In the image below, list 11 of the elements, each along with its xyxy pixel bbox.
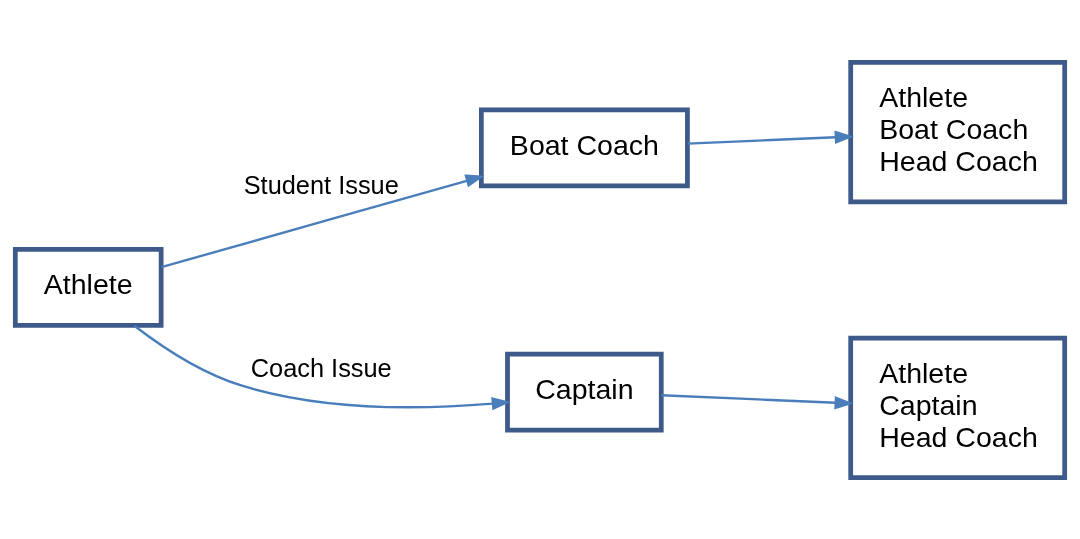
arrow — [161, 174, 485, 268]
node-box: Athlete — [12, 246, 164, 328]
edge-label: Coach Issue — [250, 353, 392, 382]
edge-label: Student Issue — [243, 170, 399, 199]
arrow — [687, 130, 854, 145]
arrow — [661, 393, 854, 409]
node-box: Athlete Captain Head Coach — [848, 335, 1068, 480]
arrow — [133, 324, 511, 410]
node-box: Boat Coach — [478, 107, 690, 188]
node-box: Captain — [505, 351, 664, 432]
node-box: Athlete Boat Coach Head Coach — [848, 59, 1068, 204]
